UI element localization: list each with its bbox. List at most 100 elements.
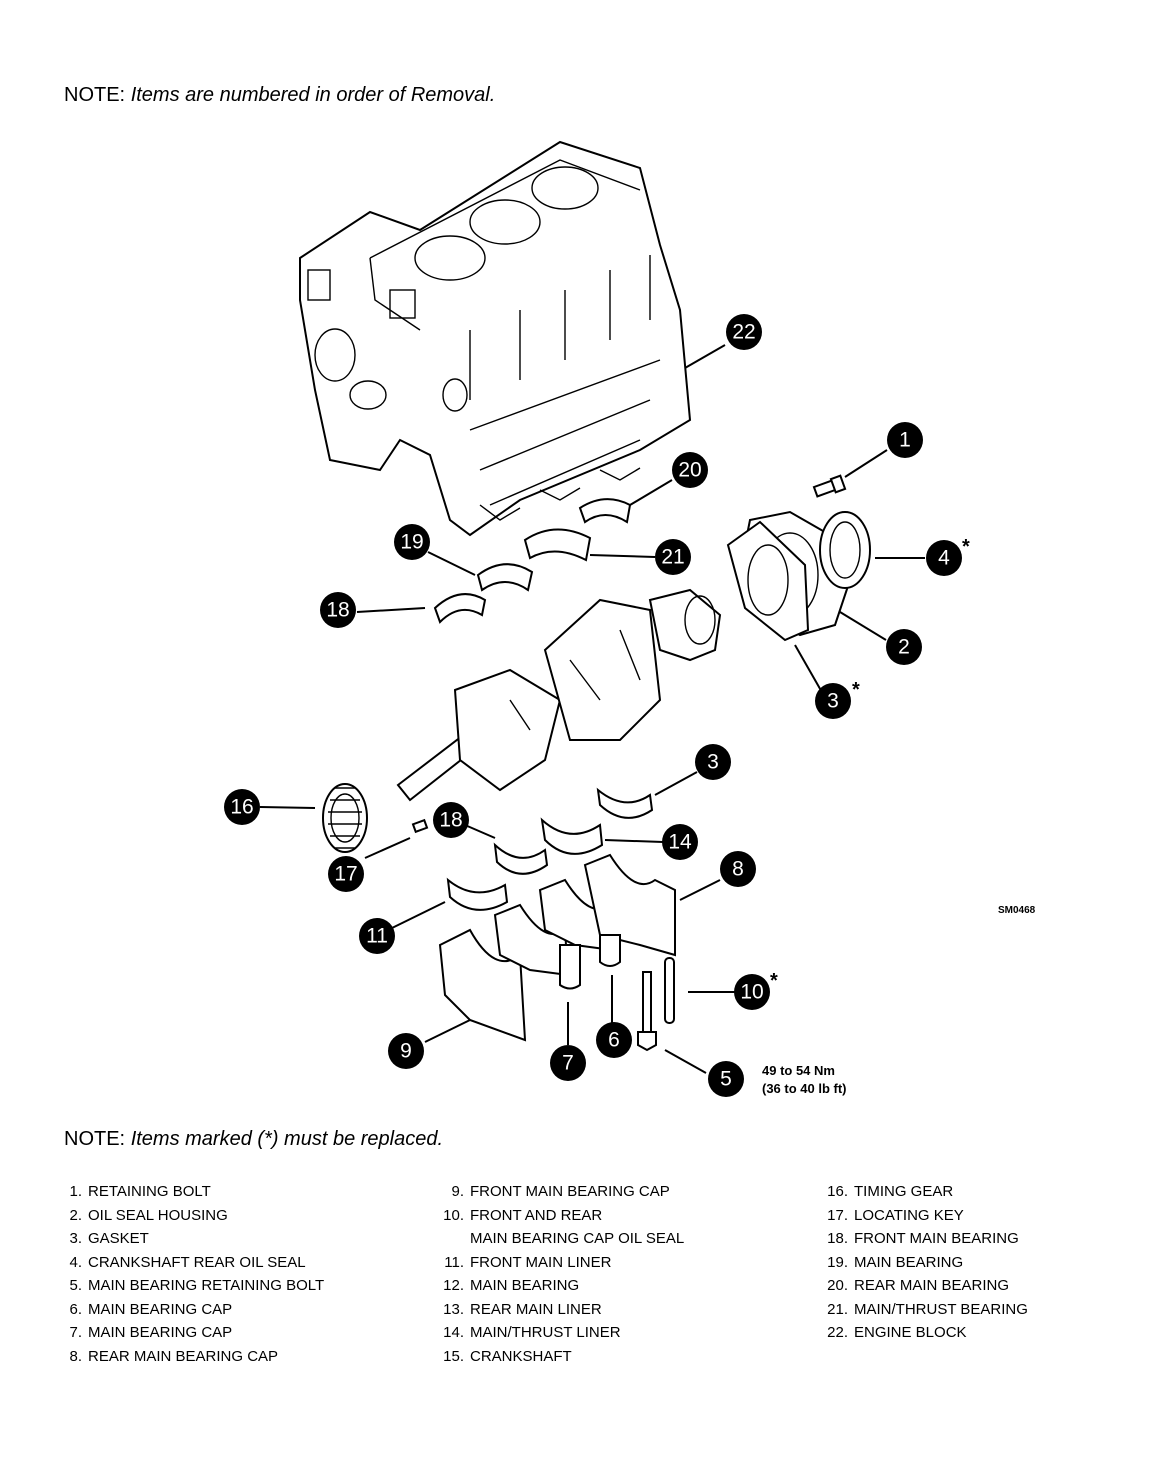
legend-text: MAIN BEARING	[470, 1277, 580, 1294]
legend-text: REAR MAIN BEARING	[854, 1277, 1010, 1294]
legend-text: REAR MAIN LINER	[470, 1300, 602, 1318]
figure-code: SM0468	[998, 905, 1036, 916]
legend-num: 20.	[827, 1277, 848, 1294]
legend-num: 13.	[443, 1300, 464, 1318]
legend-item: 21. MAIN/THRUST BEARING	[826, 1298, 1028, 1322]
crankshaft-rear-oil-seal	[819, 511, 871, 589]
legend-text: OIL SEAL HOUSING	[88, 1206, 228, 1224]
callout-6-label: 6	[608, 1029, 620, 1052]
callout-21-label: 21	[661, 546, 684, 569]
callout-14-label: 14	[668, 831, 692, 854]
legend-num: 16.	[827, 1183, 848, 1200]
callout-9: 9	[388, 1033, 424, 1069]
callout-3-gasket-label: 3	[827, 690, 839, 713]
callout-18-upper-label: 18	[326, 599, 349, 622]
note-bottom: NOTE: Items marked (*) must be replaced.	[64, 1128, 443, 1151]
callout-20: 20	[672, 452, 708, 488]
callout-21: 21	[655, 539, 691, 575]
legend-text: ENGINE BLOCK	[854, 1324, 967, 1341]
callout-10: 10	[734, 974, 770, 1010]
legend-item: 3. GASKET	[60, 1227, 324, 1251]
legend-column-2: 9.FRONT MAIN BEARING CAP 10.FRONT AND RE…	[442, 1180, 684, 1368]
legend-text: LOCATING KEY	[854, 1206, 964, 1224]
callout-2: 2	[886, 629, 922, 665]
legend-item: 11. FRONT MAIN LINER	[442, 1251, 684, 1275]
callout-10-star: *	[770, 970, 778, 992]
callout-22: 22	[726, 314, 762, 350]
main-bearing-retaining-bolt	[637, 971, 657, 1052]
callout-19: 19	[394, 524, 430, 560]
legend-num: 3.	[69, 1230, 82, 1247]
callout-4-label: 4	[938, 547, 950, 570]
retaining-bolt-1	[812, 474, 847, 498]
legend-item: 9.FRONT MAIN BEARING CAP	[442, 1180, 684, 1204]
callout-5: 5	[708, 1061, 744, 1097]
legend-column-1: 1.RETAINING BOLT 2.OIL SEAL HOUSING 3.GA…	[60, 1180, 324, 1368]
legend-num: 2.	[69, 1206, 82, 1224]
legend-item: 7.MAIN BEARING CAP	[60, 1321, 324, 1345]
legend-item: 2. OIL SEAL HOUSING	[60, 1204, 324, 1228]
callout-2-label: 2	[898, 636, 910, 659]
legend-text: FRONT AND REAR	[470, 1206, 603, 1224]
crankshaft	[396, 588, 722, 802]
note-top-text: Items are numbered in order of Removal.	[130, 84, 496, 106]
callout-7-label: 7	[562, 1052, 574, 1075]
legend-text: FRONT MAIN LINER	[470, 1253, 612, 1271]
callout-16: 16	[224, 789, 260, 825]
legend-text: CRANKSHAFT REAR OIL SEAL	[88, 1253, 306, 1271]
legend-text: MAIN BEARING	[854, 1253, 964, 1271]
legend-num: 4.	[69, 1253, 82, 1271]
legend-num: 22.	[827, 1324, 848, 1341]
callout-11-label: 11	[366, 925, 388, 948]
locating-key	[411, 818, 429, 834]
legend-num: 21.	[827, 1300, 848, 1318]
legend-text: MAIN BEARING CAP	[88, 1300, 233, 1318]
gasket	[726, 520, 810, 642]
legend-item: MAIN BEARING CAP OIL SEAL	[442, 1227, 684, 1251]
legend-item: 12.MAIN BEARING	[442, 1274, 684, 1298]
callout-14: 14	[662, 824, 698, 860]
note-top-label: NOTE:	[64, 84, 126, 106]
callout-3-liner: 3	[695, 744, 731, 780]
legend-num: 11.	[444, 1253, 464, 1271]
legend-text: REAR MAIN BEARING CAP	[88, 1347, 279, 1365]
legend-item: 14.MAIN/THRUST LINER	[442, 1321, 684, 1345]
legend-num: 18.	[827, 1230, 848, 1247]
callout-11: 11	[359, 918, 395, 954]
callout-18-lower: 18	[433, 802, 469, 838]
legend-item: 17.LOCATING KEY	[826, 1204, 1028, 1228]
legend-item: 8.REAR MAIN BEARING CAP	[60, 1345, 324, 1369]
callout-8-label: 8	[732, 858, 744, 881]
callout-4: 4	[926, 540, 962, 576]
callout-9-label: 9	[400, 1040, 412, 1063]
legend-text: GASKET	[88, 1230, 149, 1247]
legend-num: 6.	[69, 1300, 82, 1318]
legend-num: 9.	[451, 1183, 464, 1200]
callout-17: 17	[328, 856, 364, 892]
engine-block	[299, 140, 692, 537]
callout-19-label: 19	[400, 531, 423, 554]
legend-text: FRONT MAIN BEARING	[854, 1230, 1019, 1247]
callout-3-gasket: 3	[815, 683, 851, 719]
legend-text: RETAINING BOLT	[88, 1183, 211, 1200]
callout-8: 8	[720, 851, 756, 887]
callout-20-label: 20	[678, 459, 701, 482]
note-bottom-text: Items marked (*) must be replaced.	[130, 1128, 444, 1150]
note-top: NOTE: Items are numbered in order of Rem…	[64, 84, 495, 107]
legend-text: MAIN BEARING RETAINING BOLT	[88, 1277, 325, 1294]
callout-22-label: 22	[732, 321, 755, 344]
legend-item: 4. CRANKSHAFT REAR OIL SEAL	[60, 1251, 324, 1275]
callout-17-label: 17	[334, 863, 357, 886]
legend-item: 13. REAR MAIN LINER	[442, 1298, 684, 1322]
upper-bearing-shells	[433, 498, 632, 624]
callout-1-label: 1	[899, 429, 911, 452]
legend-text: MAIN/THRUST LINER	[470, 1324, 621, 1341]
callout-7: 7	[550, 1045, 586, 1081]
legend-item: 6. MAIN BEARING CAP	[60, 1298, 324, 1322]
lower-bearing-shells	[446, 787, 654, 911]
legend-text: MAIN/THRUST BEARING	[854, 1300, 1028, 1318]
torque-imperial: (36 to 40 lb ft)	[762, 1081, 847, 1096]
legend-text: MAIN BEARING CAP	[88, 1324, 233, 1341]
legend-item: 15.CRANKSHAFT	[442, 1345, 684, 1369]
